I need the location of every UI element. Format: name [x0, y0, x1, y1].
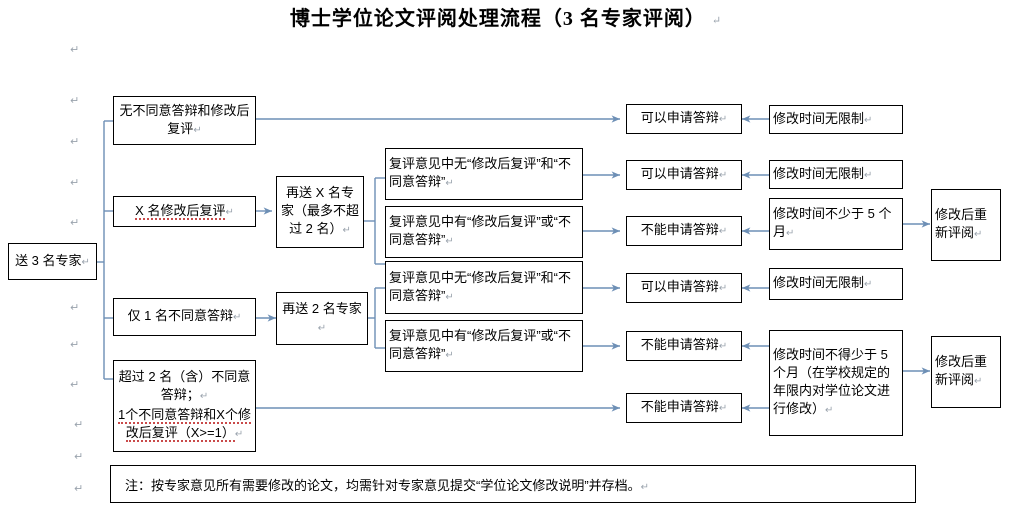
node-rereview-1[interactable]: 修改后重新评阅↵: [931, 189, 1001, 261]
paragraph-mark-icon: ↵: [786, 228, 795, 239]
paragraph-mark-icon: ↵: [718, 114, 728, 125]
paragraph-mark-icon: ↵: [70, 339, 80, 351]
paragraph-mark-icon: ↵: [718, 341, 728, 352]
paragraph-mark-icon: ↵: [199, 391, 209, 402]
footer-note-text: 注：按专家意见所有需要修改的论文，均需针对专家意见提交“学位论文修改说明”并存档…: [125, 477, 641, 493]
node-branch-two-or-more-objection[interactable]: 超过 2 名（含）不同意答辩；↵ 1个不同意答辩和X个修改后复评（X>=1）↵: [113, 360, 256, 452]
paragraph-mark-icon: ↵: [718, 403, 728, 414]
paragraph-mark-icon: ↵: [825, 405, 834, 416]
paragraph-mark-icon: ↵: [864, 114, 873, 126]
paragraph-mark-icon: ↵: [193, 124, 202, 136]
node-deny-defense-2[interactable]: 不能申请答辩↵: [626, 331, 742, 361]
node-branch-one-objection[interactable]: 仅 1 名不同意答辩↵: [113, 298, 256, 336]
node-branch-x-revise[interactable]: X 名修改后复评↵: [113, 196, 256, 227]
node-review-none-1[interactable]: 复评意见中无“修改后复评”和“不同意答辩”↵: [385, 148, 583, 200]
paragraph-mark-icon: ↵: [74, 483, 84, 495]
paragraph-mark-icon: ↵: [70, 44, 80, 56]
footer-note: 注：按专家意见所有需要修改的论文，均需针对专家意见提交“学位论文修改说明”并存档…: [110, 465, 916, 503]
paragraph-mark-icon: ↵: [70, 95, 80, 107]
page-title-text: 博士学位论文评阅处理流程（3 名专家评阅）: [289, 8, 706, 30]
node-allow-defense-1[interactable]: 可以申请答辩↵: [626, 104, 742, 134]
paragraph-mark-icon: ↵: [718, 170, 728, 181]
node-review-has-1[interactable]: 复评意见中有“修改后复评”或“不同意答辩”↵: [385, 206, 583, 258]
paragraph-mark-icon: ↵: [70, 302, 80, 314]
paragraph-mark-icon: ↵: [70, 217, 80, 229]
paragraph-mark-icon: ↵: [445, 236, 454, 247]
node-branch-no-objection[interactable]: 无不同意答辩和修改后复评↵: [113, 96, 256, 145]
page-title: 博士学位论文评阅处理流程（3 名专家评阅） ↵: [0, 2, 1012, 31]
node-rereview-2[interactable]: 修改后重新评阅↵: [931, 336, 1001, 408]
node-time-min-5-months-detail[interactable]: 修改时间不得少于 5 个月（在学校规定的年限内对学位论文进行修改）↵: [769, 330, 903, 436]
node-resend-x-experts[interactable]: 再送 X 名专家（最多不超过 2 名）↵: [276, 176, 364, 248]
paragraph-mark-icon: ↵: [445, 291, 454, 303]
paragraph-mark-icon: ↵: [974, 376, 983, 387]
paragraph-mark-icon: ↵: [445, 350, 454, 361]
paragraph-mark-icon: ↵: [70, 136, 80, 148]
paragraph-mark-icon: ↵: [225, 206, 234, 218]
paragraph-mark-icon: ↵: [342, 225, 351, 236]
node-time-min-5-months[interactable]: 修改时间不少于 5 个月↵: [769, 198, 903, 250]
paragraph-mark-icon: ↵: [234, 429, 244, 440]
paragraph-mark-icon: ↵: [445, 178, 454, 189]
paragraph-mark-icon: ↵: [70, 177, 80, 189]
node-allow-defense-3[interactable]: 可以申请答辩↵: [626, 273, 742, 303]
node-time-unlimited-2[interactable]: 修改时间无限制↵: [769, 160, 903, 189]
node-deny-defense-3[interactable]: 不能申请答辩↵: [626, 393, 742, 423]
paragraph-mark-icon: ↵: [974, 229, 983, 240]
paragraph-mark-icon: ↵: [864, 169, 873, 181]
node-time-unlimited-1[interactable]: 修改时间无限制↵: [769, 105, 903, 134]
paragraph-mark-icon: ↵: [864, 279, 873, 290]
paragraph-mark-icon: ↵: [74, 419, 84, 431]
node-review-has-2[interactable]: 复评意见中有“修改后复评”或“不同意答辩”↵: [385, 320, 583, 372]
node-start[interactable]: 送 3 名专家↵: [8, 243, 97, 280]
paragraph-mark-icon: ↵: [70, 379, 80, 391]
node-deny-defense-1[interactable]: 不能申请答辩↵: [626, 216, 742, 246]
paragraph-mark-icon: ↵: [233, 312, 242, 323]
node-resend-2-experts[interactable]: 再送 2 名专家↵: [276, 292, 368, 345]
paragraph-mark-icon: ↵: [81, 256, 90, 268]
paragraph-mark-icon: ↵: [718, 283, 728, 294]
node-allow-defense-2[interactable]: 可以申请答辩↵: [626, 160, 742, 190]
paragraph-mark-icon: ↵: [640, 481, 650, 493]
paragraph-mark-icon: ↵: [711, 14, 723, 27]
node-time-unlimited-3[interactable]: 修改时间无限制↵: [769, 268, 903, 300]
paragraph-mark-icon: ↵: [718, 226, 728, 237]
paragraph-mark-icon: ↵: [317, 322, 327, 334]
paragraph-mark-icon: ↵: [74, 451, 84, 463]
node-review-none-2[interactable]: 复评意见中无“修改后复评”和“不同意答辩”↵: [385, 261, 583, 314]
